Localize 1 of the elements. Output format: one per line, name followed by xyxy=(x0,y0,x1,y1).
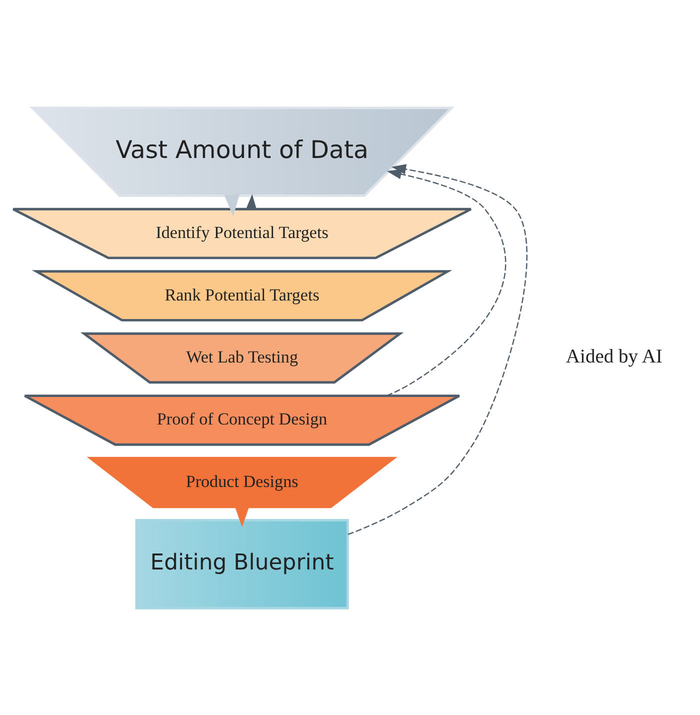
label: Aided by AI xyxy=(566,346,662,368)
